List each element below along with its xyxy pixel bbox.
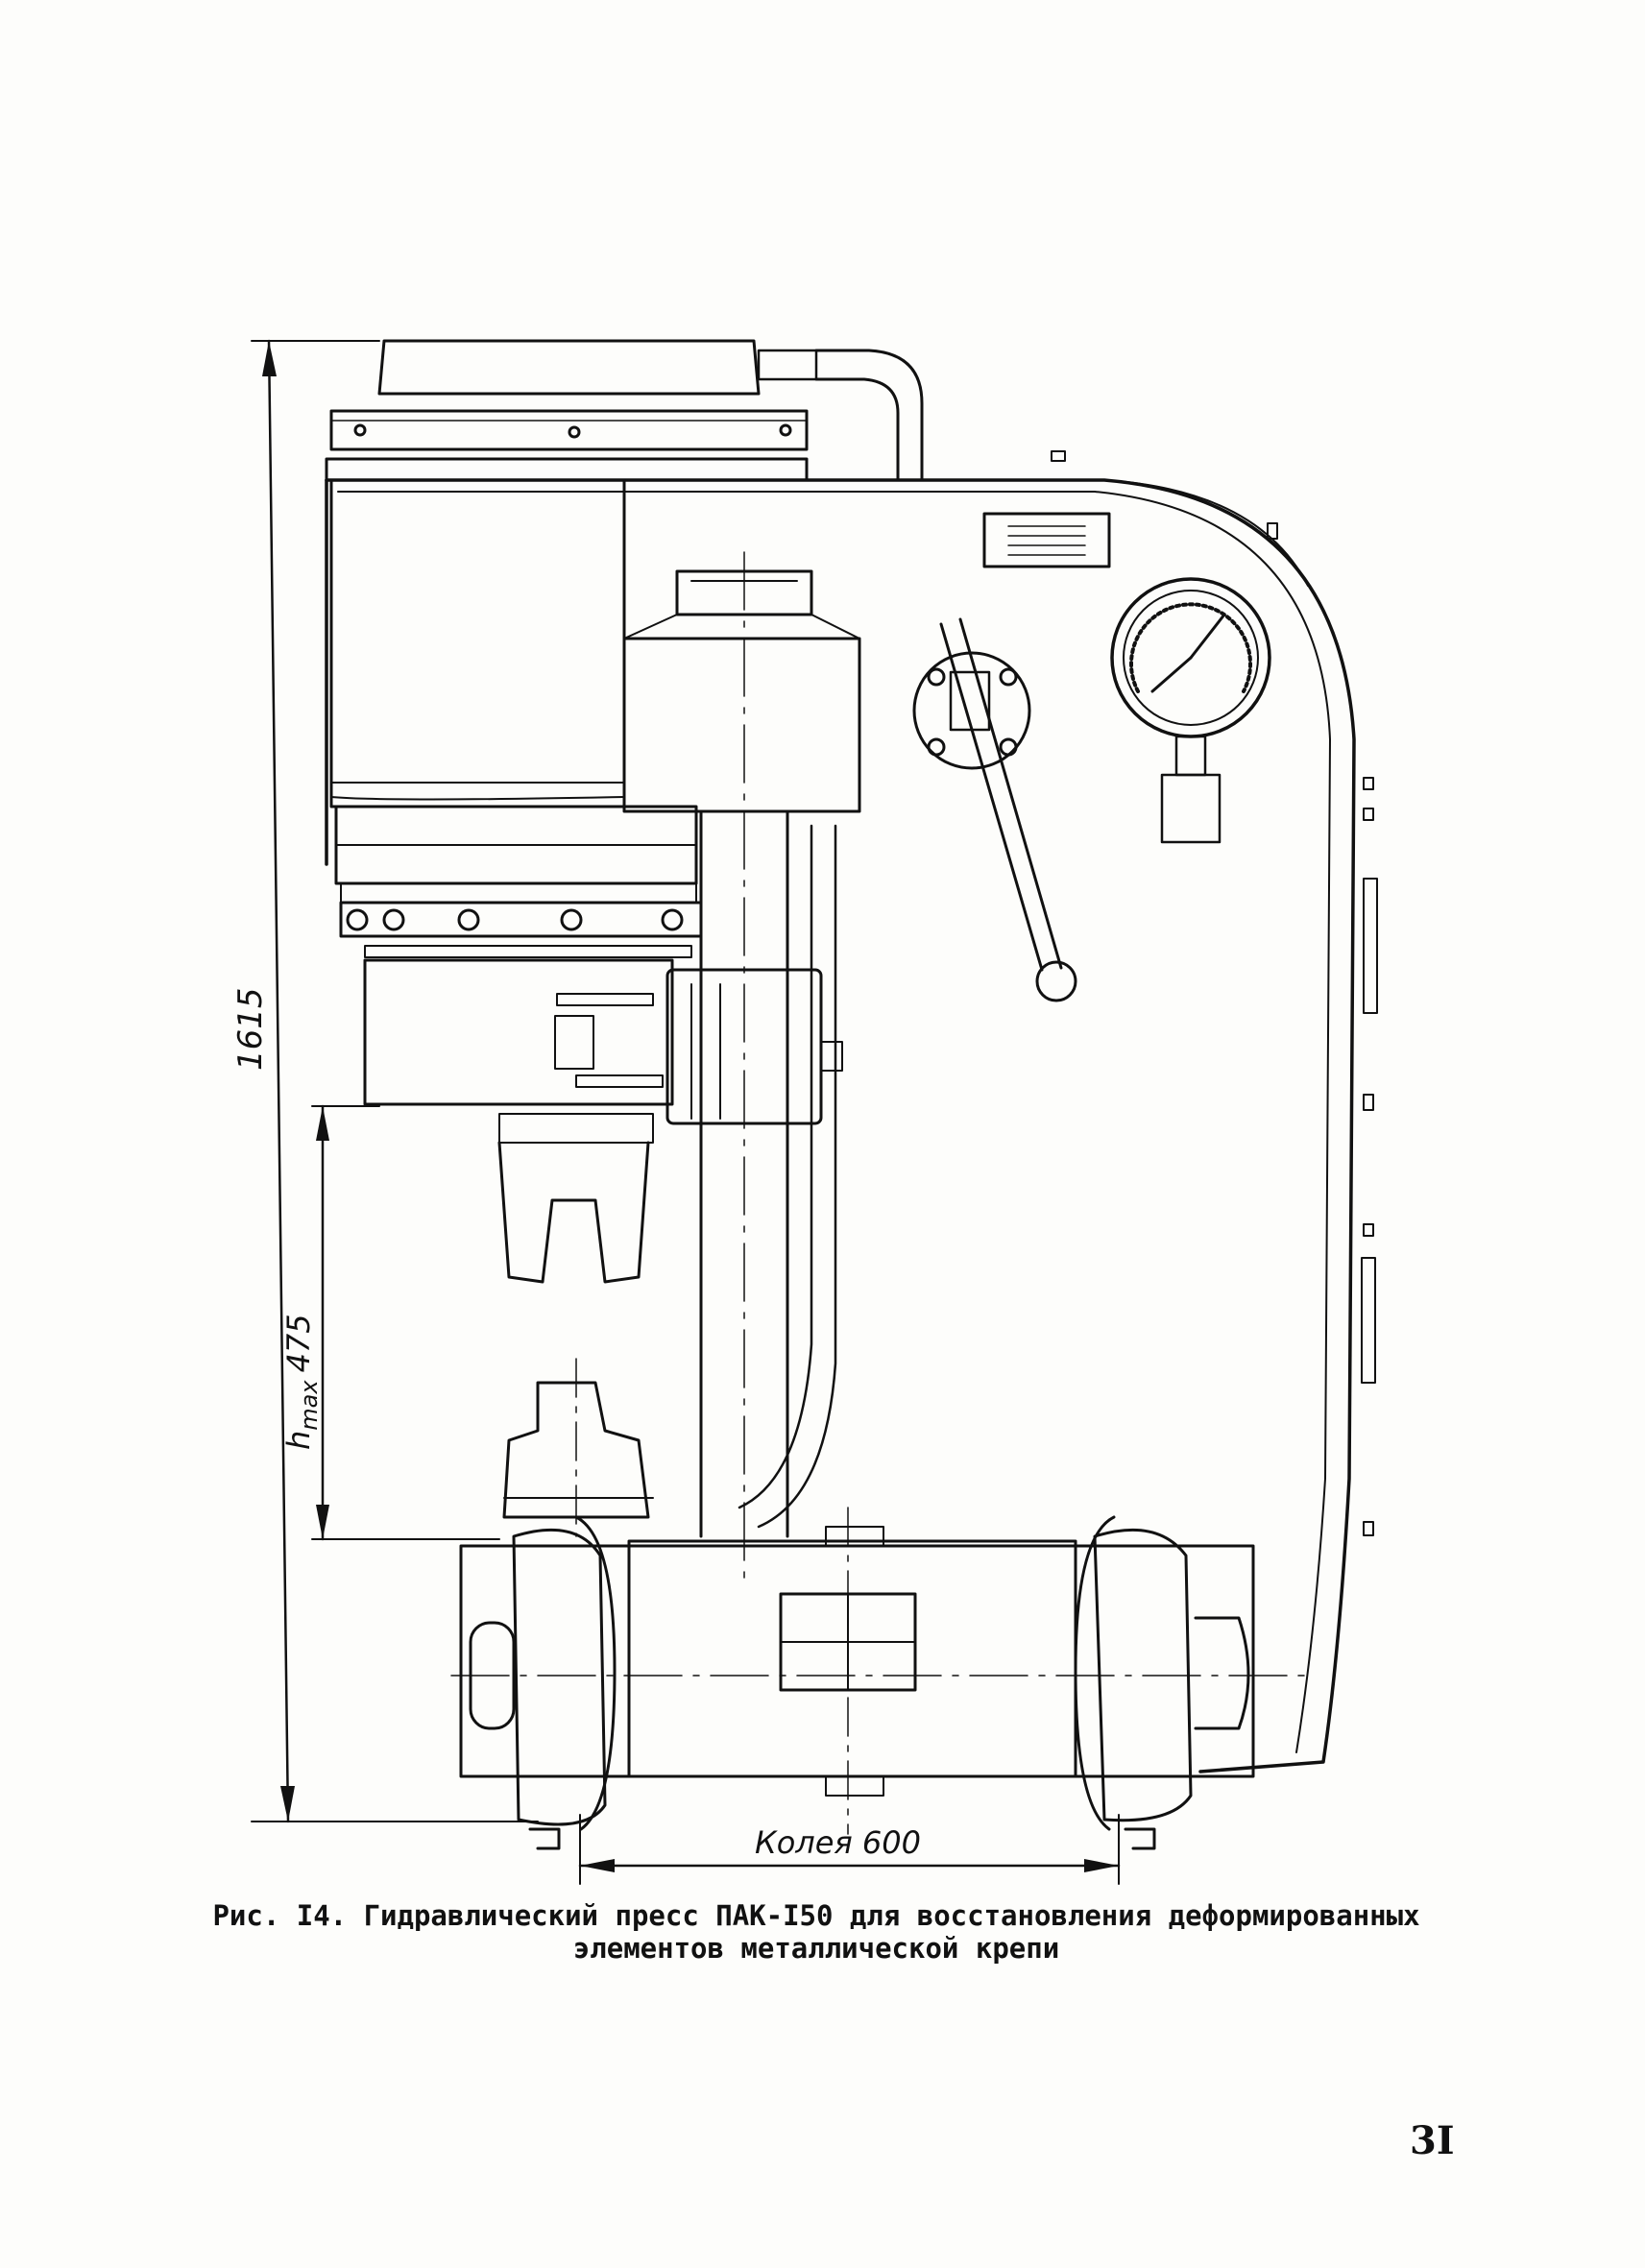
pressure-gauge-icon (1110, 577, 1271, 844)
stroke-height-label: hmax 475 (280, 1314, 323, 1450)
lower-die (502, 1358, 654, 1537)
track-gauge-label: Колея 600 (755, 1824, 921, 1861)
upper-die (363, 958, 843, 1284)
rails (528, 1827, 1156, 1850)
stroke-height-symbol: h (280, 1431, 317, 1450)
track-gauge-dimension: Колея 600 (578, 1814, 1121, 1885)
press-frame (325, 450, 1378, 1773)
stroke-height-value: 475 (280, 1314, 317, 1372)
overall-height-label: 1615 (231, 987, 270, 1071)
stroke-height-subscript: max (296, 1380, 323, 1431)
caption-line-2: элементов металлической крепи (572, 1932, 1060, 1965)
overall-height-dimension: 1615 (231, 339, 539, 1823)
hydraulic-pipe (757, 349, 924, 482)
control-valve (912, 617, 1077, 1002)
cylinder-assembly (325, 339, 809, 958)
wheels (469, 1515, 1250, 1831)
figure-caption: Рис. I4. Гидравлический пресс ПАК-I50 дл… (144, 1899, 1488, 1965)
nameplate (982, 512, 1111, 568)
caption-line-1: Рис. I4. Гидравлический пресс ПАК-I50 дл… (212, 1899, 1420, 1932)
page-number: 3I (1410, 2118, 1455, 2163)
piston-column (622, 551, 861, 1585)
stroke-height-dimension: hmax 475 (280, 1104, 500, 1541)
